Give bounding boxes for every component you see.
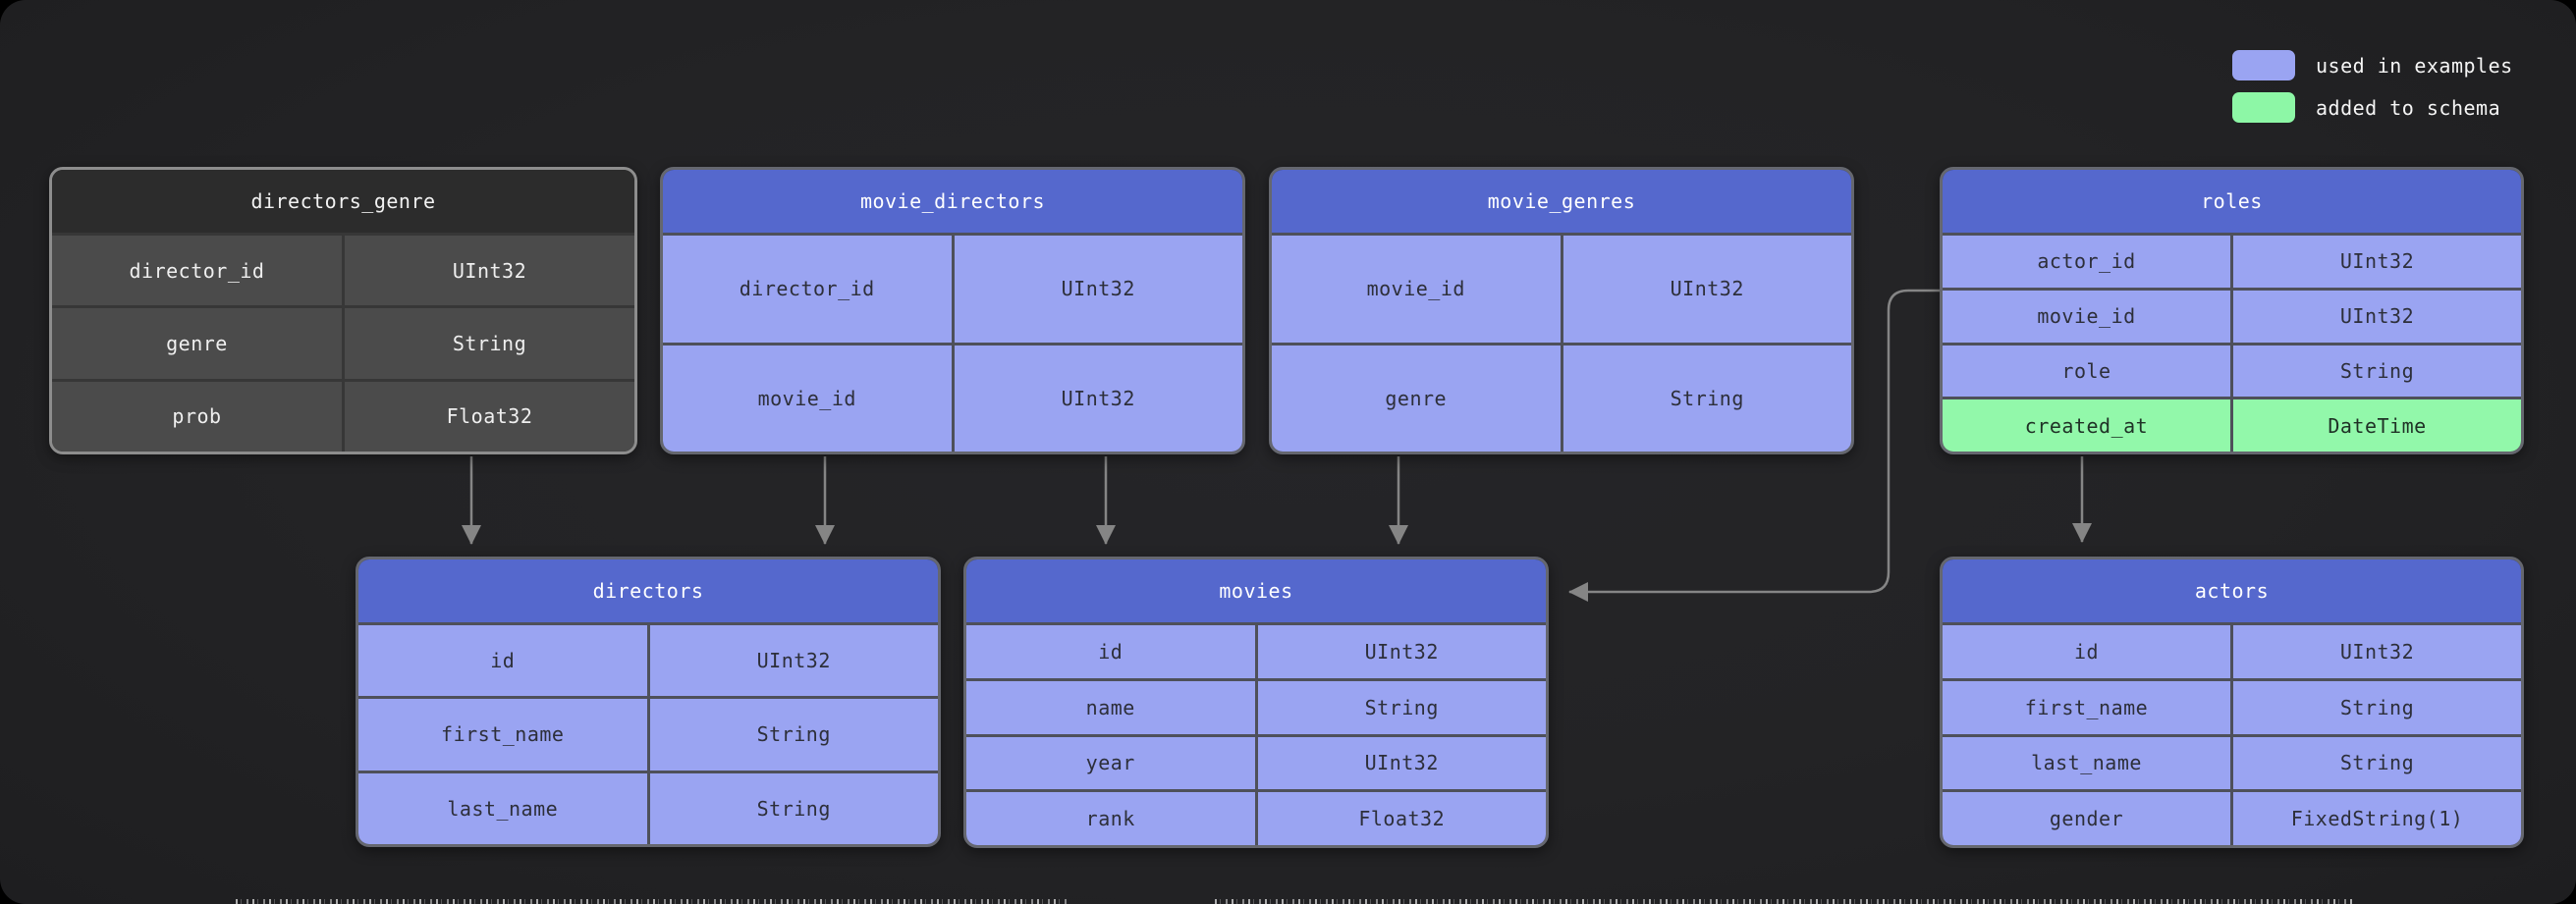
legend-label: added to schema <box>2316 95 2501 120</box>
field-row-genre: genre String <box>1272 342 1851 452</box>
field-name-cell: id <box>966 625 1258 678</box>
field-name-cell: movie_id <box>1272 236 1563 343</box>
table-title: actors <box>1943 559 2521 622</box>
field-row-gender: gender FixedString(1) <box>1943 789 2521 845</box>
field-name-cell: movie_id <box>1943 290 2233 343</box>
field-type-cell: UInt32 <box>452 258 527 283</box>
field-name-cell: id <box>358 625 650 697</box>
field-name-cell: gender <box>1943 792 2233 845</box>
legend: used in examples added to schema <box>2232 50 2513 123</box>
field-name-cell: genre <box>52 308 345 379</box>
field-name-cell: last_name <box>1943 736 2233 790</box>
field-type-cell: String <box>452 331 527 355</box>
field-row-created_at: created_at DateTime <box>1943 397 2521 452</box>
field-row-genre: genre String <box>52 305 634 379</box>
field-row-last_name: last_name String <box>1943 733 2521 790</box>
field-row-movie_id: movie_id UInt32 <box>663 342 1242 452</box>
cut-off-text-strip <box>1215 899 2352 904</box>
field-row-actor_id: actor_id UInt32 <box>1943 233 2521 288</box>
legend-item-used-in-examples: used in examples <box>2232 50 2513 80</box>
table-directors-genre: directors_genre director_id UInt32 genre St… <box>49 167 637 454</box>
table-title: directors_genre <box>52 170 634 233</box>
table-rows: movie_id UInt32 genre String <box>1272 233 1851 452</box>
field-name-cell: movie_id <box>663 345 955 452</box>
table-title: roles <box>1943 170 2521 233</box>
field-type-cell: UInt32 <box>2339 304 2415 329</box>
field-name-cell: director_id <box>663 236 955 343</box>
field-type-cell: String <box>756 796 831 821</box>
field-name-cell: rank <box>966 792 1258 845</box>
field-type-cell: String <box>756 722 831 747</box>
field-type-cell: UInt32 <box>756 649 831 673</box>
field-type-cell: UInt32 <box>1061 277 1135 301</box>
field-row-movie_id: movie_id UInt32 <box>1272 233 1851 343</box>
field-row-id: id UInt32 <box>966 622 1546 678</box>
field-type-cell: String <box>1670 386 1744 410</box>
field-name-cell: first_name <box>358 699 650 771</box>
field-type-cell: UInt32 <box>1364 639 1439 664</box>
legend-label: used in examples <box>2316 53 2513 78</box>
table-title: directors <box>358 559 938 622</box>
field-type-cell: FixedString(1) <box>2290 807 2464 831</box>
field-name-cell: last_name <box>358 772 650 844</box>
field-type-cell: String <box>2339 358 2415 383</box>
field-name-cell: first_name <box>1943 680 2233 734</box>
field-row-director_id: director_id UInt32 <box>663 233 1242 343</box>
field-name-cell: genre <box>1272 345 1563 452</box>
field-type-cell: String <box>2339 751 2415 775</box>
table-title: movies <box>966 559 1546 622</box>
field-name-cell: year <box>966 736 1258 790</box>
field-type-cell: Float32 <box>1358 807 1446 831</box>
field-row-director_id: director_id UInt32 <box>52 233 634 306</box>
field-type-cell: UInt32 <box>1061 386 1135 410</box>
legend-swatch-green <box>2232 92 2295 123</box>
table-movie-genres: movie_genres movie_id UInt32 genre String <box>1269 167 1854 454</box>
field-type-cell: UInt32 <box>2339 249 2415 274</box>
field-row-first_name: first_name String <box>1943 677 2521 734</box>
field-name-cell: prob <box>52 381 345 452</box>
table-rows: director_id UInt32 genre String prob Float32 <box>52 233 634 452</box>
field-row-prob: prob Float32 <box>52 378 634 452</box>
field-name-cell: role <box>1943 345 2233 398</box>
table-title: movie_directors <box>663 170 1242 233</box>
table-title: movie_genres <box>1272 170 1851 233</box>
field-row-name: name String <box>966 677 1546 734</box>
field-name-cell: created_at <box>1943 399 2233 452</box>
cut-off-text-strip <box>236 899 1067 904</box>
field-row-id: id UInt32 <box>1943 622 2521 678</box>
field-row-rank: rank Float32 <box>966 789 1546 845</box>
field-row-year: year UInt32 <box>966 733 1546 790</box>
field-type-cell: String <box>2339 695 2415 719</box>
field-row-first_name: first_name String <box>358 696 938 771</box>
field-row-movie_id: movie_id UInt32 <box>1943 287 2521 343</box>
field-type-cell: UInt32 <box>1364 751 1439 775</box>
legend-item-added-to-schema: added to schema <box>2232 92 2513 123</box>
field-type-cell: DateTime <box>2328 413 2427 438</box>
field-row-role: role String <box>1943 342 2521 398</box>
field-name-cell: id <box>1943 625 2233 678</box>
field-name-cell: director_id <box>52 236 345 306</box>
field-name-cell: name <box>966 680 1258 734</box>
field-type-cell: UInt32 <box>1670 277 1744 301</box>
field-name-cell: actor_id <box>1943 236 2233 288</box>
legend-swatch-blue <box>2232 50 2295 80</box>
field-type-cell: UInt32 <box>2339 639 2415 664</box>
field-type-cell: String <box>1364 695 1439 719</box>
field-row-last_name: last_name String <box>358 770 938 844</box>
field-row-id: id UInt32 <box>358 622 938 697</box>
field-type-cell: Float32 <box>446 404 533 429</box>
